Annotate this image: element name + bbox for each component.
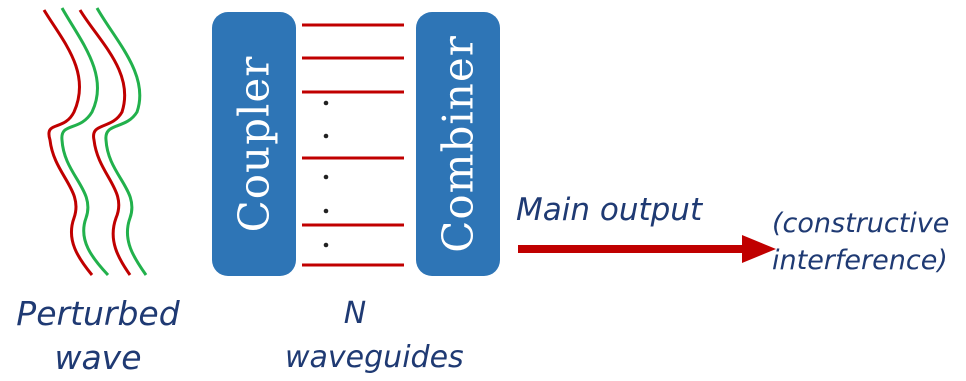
waveguide-dot-3 — [323, 174, 329, 180]
interference-note-line1: (constructive — [772, 208, 950, 239]
waveguide-dot-5 — [323, 242, 329, 248]
wave-red-curve-1 — [42, 9, 94, 276]
waveguide-dot-4 — [323, 208, 329, 214]
waveguides-label-line2: waveguides — [285, 340, 464, 375]
combiner-label: Combiner — [433, 35, 483, 253]
wave-red — [42, 9, 132, 276]
wave-green-curve-2 — [95, 7, 148, 276]
interference-note: (constructive interference) — [772, 205, 962, 279]
wave-green — [60, 7, 148, 277]
waveguides-label-n: N — [343, 296, 367, 331]
waveguide-dot-2 — [323, 133, 329, 139]
output-arrow-head — [742, 235, 776, 263]
waveguides-drawing — [302, 23, 404, 267]
perturbed-wave-label: Perturbed wave — [8, 292, 188, 380]
main-output-label: Main output — [516, 192, 703, 228]
perturbed-wave-label-line1: Perturbed — [16, 294, 180, 333]
wave-green-curve-1 — [60, 7, 110, 277]
perturbed-wave-label-line2: wave — [54, 338, 142, 377]
wave-red-curve-2 — [78, 9, 132, 276]
combiner-box: Combiner — [416, 12, 500, 276]
output-arrow — [518, 235, 776, 263]
coupler-label: Coupler — [229, 55, 279, 233]
interference-note-line2: interference) — [772, 245, 948, 276]
coupler-box: Coupler — [212, 12, 296, 276]
waveguide-dot-1 — [323, 100, 329, 106]
perturbed-wave-drawing — [42, 7, 148, 277]
waveguides-label: N waveguides — [285, 292, 464, 380]
